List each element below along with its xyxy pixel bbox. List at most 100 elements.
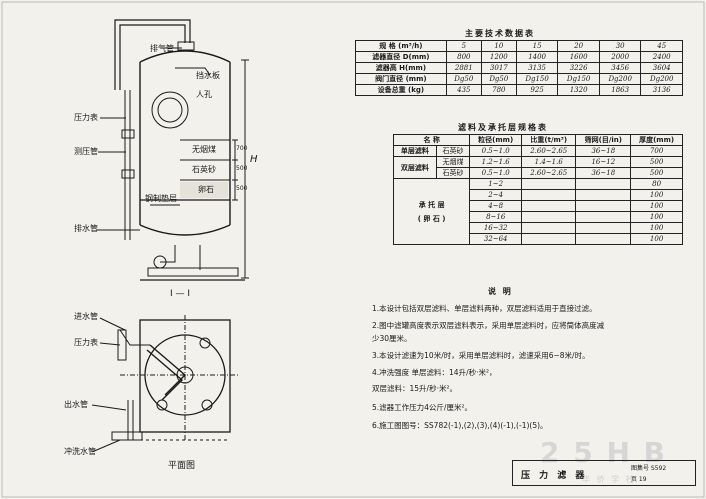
media-cell: 石英砂 <box>435 167 471 179</box>
tech-cell: Dg50 <box>480 73 517 85</box>
label-steel-support: 钢制垫层 <box>145 194 177 203</box>
tech-cell: 设备总重 (kg) <box>355 84 447 96</box>
media-cell <box>575 189 632 201</box>
tech-cell: 2000 <box>598 51 642 63</box>
note-line: 3.本设计滤速为10米/时，采用单层滤料时，滤速采用6~8米/时。 <box>372 351 590 360</box>
label-outlet-pipe: 出水管 <box>64 400 88 409</box>
label-drain-pipe: 排水管 <box>74 224 98 233</box>
tech-table-row: 滤器直径 D(mm) 800 1200 1400 1600 2000 2400 <box>355 51 683 63</box>
plan-view-drawing <box>91 315 240 453</box>
label-pressure-gauge-plan: 压力表 <box>74 338 98 347</box>
media-cell: 32~64 <box>469 233 523 245</box>
label-height-H: H <box>250 154 258 165</box>
tech-cell: 1600 <box>557 51 600 63</box>
tech-header-cell: 45 <box>640 40 683 52</box>
tech-cell: 滤器高 H(mm) <box>355 62 447 74</box>
drawing-name: 压 力 滤 器 <box>521 471 588 481</box>
note-line: 1.本设计包括双层滤料、单层滤料两种，双层滤料适用于直接过滤。 <box>372 304 597 313</box>
label-pressure-gauge: 压力表 <box>74 113 98 122</box>
note-line: 双层滤料：15升/秒·米²。 <box>372 384 457 393</box>
note-line: 5.滤器工作压力4公斤/厘米²。 <box>372 403 472 412</box>
atlas-code: 图集号 S592 <box>631 465 667 472</box>
media-cell: 0.5~1.0 <box>469 145 523 157</box>
tech-header-cell: 20 <box>557 40 600 52</box>
tech-table-row: 阀门直径 (mm) Dg50 Dg50 Dg150 Dg150 Dg200 Dg… <box>355 73 683 85</box>
tech-header-cell: 5 <box>445 40 482 52</box>
tech-cell: 780 <box>480 84 517 96</box>
label-plan-view: 平面图 <box>168 461 196 471</box>
media-cell: 0.5~1.0 <box>469 167 523 179</box>
tech-cell: 3226 <box>557 62 600 74</box>
note-line: 4.冲洗强度 单层滤料：14升/秒·米²， <box>372 368 497 377</box>
tech-cell: Dg200 <box>598 73 642 85</box>
label-water-collector: 挡水板 <box>196 71 220 80</box>
support-group-line1: 承 托 层 <box>418 200 445 209</box>
tech-cell: 2881 <box>445 62 482 74</box>
media-table-header: 名 称 粒径(mm) 比重(t/m³) 筛网(目/in) 厚度(mm) <box>392 134 683 146</box>
media-cell: 2.60~2.65 <box>521 145 577 157</box>
tech-cell: 1320 <box>557 84 600 96</box>
label-dim-500a: 500 <box>236 165 248 172</box>
tech-cell: Dg150 <box>515 73 559 85</box>
media-row-double: 双层滤料 无烟煤 1.2~1.6 1.4~1.6 16~12 500 <box>393 156 683 179</box>
media-cell: 2~4 <box>469 189 523 201</box>
media-table-title: 滤料及承托层规格表 <box>458 123 548 132</box>
media-cell <box>575 178 632 190</box>
label-manhole: 人孔 <box>196 90 212 99</box>
media-header-cell: 粒径(mm) <box>469 134 523 146</box>
media-row-single: 单层滤料 石英砂 0.5~1.0 2.60~2.65 36~18 700 <box>393 145 683 157</box>
media-cell <box>521 211 577 223</box>
support-group-cell: 承 托 层 ( 卵 石 ) <box>392 178 471 245</box>
tech-cell: 3017 <box>480 62 517 74</box>
media-header-cell: 厚度(mm) <box>630 134 683 146</box>
media-row-support: 2~4 100 <box>394 189 683 201</box>
note-line: 2.图中滤罐高度表示双层滤料表示，采用单层滤料时，应将筒体高度减 <box>372 321 605 330</box>
tech-cell: 3136 <box>640 84 683 96</box>
tech-data-table: 规 格 (m³/h) 5 10 15 20 30 45 滤器直径 D(mm) 8… <box>355 40 683 96</box>
media-cell: 石英砂 <box>435 145 471 157</box>
tech-cell: 1200 <box>480 51 517 63</box>
media-cell <box>575 222 632 234</box>
tech-table-header: 规 格 (m³/h) 5 10 15 20 30 45 <box>355 40 683 52</box>
media-spec-table: 名 称 粒径(mm) 比重(t/m³) 筛网(目/in) 厚度(mm) 单层滤料… <box>392 134 683 245</box>
media-cell: 100 <box>630 211 683 223</box>
label-anthracite: 无烟煤 <box>192 145 216 154</box>
note-line: 6.施工图图号：SS782(-1),(2),(3),(4)(-1),(-1)(5… <box>372 421 548 430</box>
media-cell: 500 <box>630 167 683 179</box>
media-cell: 1.2~1.6 <box>469 156 523 168</box>
label-dim-700: 700 <box>236 145 248 152</box>
media-header-cell: 名 称 <box>392 134 471 146</box>
label-dim-500b: 500 <box>236 185 248 192</box>
page-number: 页 19 <box>631 476 647 483</box>
tech-table-title: 主要技术数据表 <box>465 29 535 38</box>
media-cell <box>521 233 577 245</box>
media-cell: 700 <box>630 145 683 157</box>
tech-cell: Dg50 <box>445 73 482 85</box>
media-cell <box>521 200 577 212</box>
media-row-double: 石英砂 0.5~1.0 2.60~2.65 36~18 500 <box>394 167 683 179</box>
media-cell: 80 <box>630 178 683 190</box>
tech-cell: 1400 <box>515 51 559 63</box>
media-row-support: 4~8 100 <box>394 200 683 212</box>
tech-header-cell: 15 <box>515 40 559 52</box>
label-exhaust-valve: 排气管 <box>150 44 174 53</box>
tech-table-row: 设备总重 (kg) 435 780 925 1320 1863 3136 <box>355 84 683 96</box>
media-cell: 500 <box>630 156 683 168</box>
tech-cell: Dg150 <box>557 73 600 85</box>
media-row-support: 32~64 100 <box>394 233 683 245</box>
media-cell: 100 <box>630 233 683 245</box>
media-cell <box>521 222 577 234</box>
tech-cell: 800 <box>445 51 482 63</box>
media-cell: 8~16 <box>469 211 523 223</box>
media-cell: 1~2 <box>469 178 523 190</box>
media-header-cell: 比重(t/m³) <box>521 134 577 146</box>
support-group-line2: ( 卵 石 ) <box>417 214 446 223</box>
label-backwash-pipe: 冲洗水管 <box>64 447 96 456</box>
tech-header-cell: 规 格 (m³/h) <box>355 40 447 52</box>
media-cell: 双层滤料 <box>393 156 437 179</box>
notes-title: 说 明 <box>488 287 513 296</box>
tech-header-cell: 30 <box>598 40 642 52</box>
tech-cell: 3604 <box>640 62 683 74</box>
elevation-view <box>96 19 249 281</box>
media-cell: 2.60~2.65 <box>521 167 577 179</box>
